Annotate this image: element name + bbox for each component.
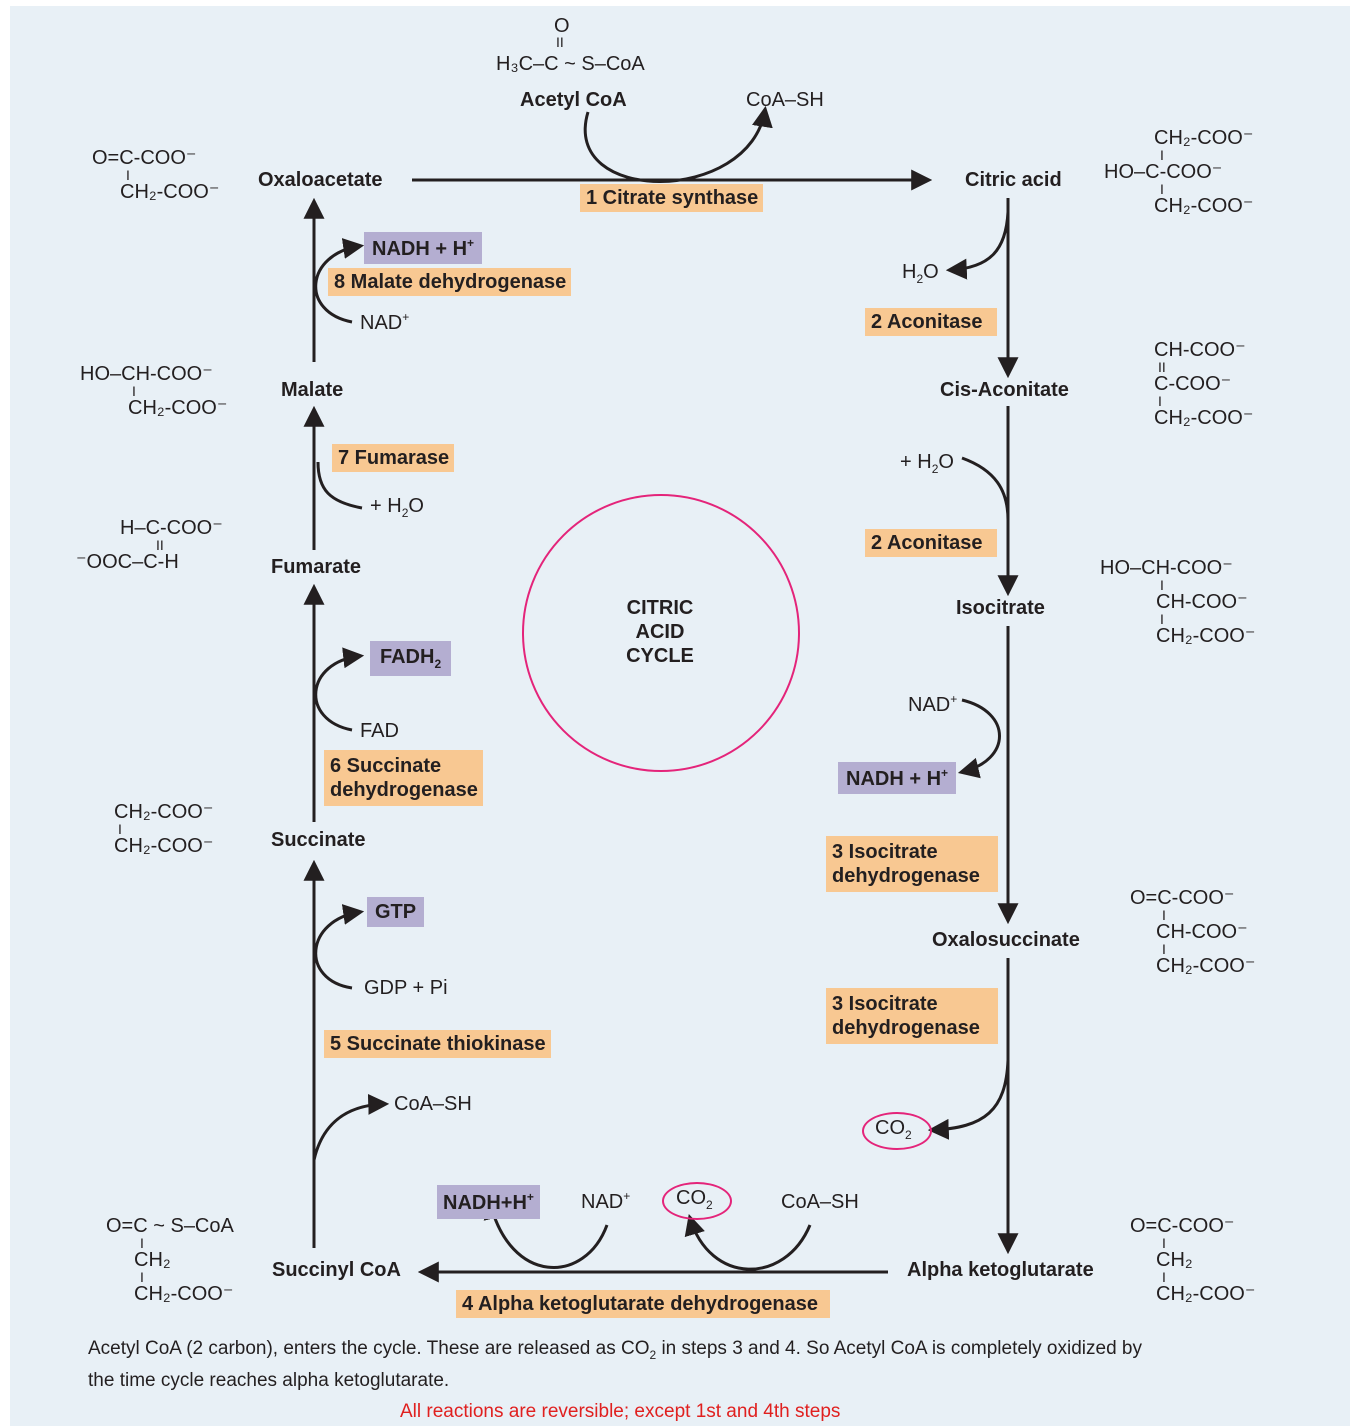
cofactor-nad-bottom: NAD+ (581, 1189, 631, 1213)
cofactor-fad: FAD (360, 720, 399, 742)
arrow-nad-nadh (957, 698, 1001, 779)
cofactor-nad-malate: NAD+ (360, 310, 410, 334)
structure-succinate: CH₂-COO⁻ I CH₂-COO⁻ (114, 801, 214, 857)
metabolite-oxalosuccinate: Oxalosuccinate (932, 929, 1080, 951)
enzyme-succinate-thiokinase: 5 Succinate thiokinase (324, 1030, 551, 1058)
structure-alpha-ketoglutarate: O=C-COO⁻ I CH₂ I CH₂-COO⁻ (1130, 1215, 1256, 1305)
arrow-h2o-out (945, 211, 1010, 280)
structure-acetyl-coa: O II H₃C–C ~ S–CoA (496, 15, 645, 75)
structure-succinyl-coa: O=C ~ S–CoA I CH₂ I CH₂-COO⁻ (106, 1215, 234, 1305)
structure-fumarate: H–C-COO⁻ II ⁻OOC–C-H (76, 517, 223, 573)
cofactor-nadh-bottom: NADH+H+ (437, 1185, 540, 1219)
cofactor-gtp: GTP (367, 897, 425, 927)
cofactor-h2o-in: + H2O (900, 451, 954, 476)
cofactor-gdp-pi: GDP + Pi (364, 977, 448, 999)
metabolite-acetyl-coa: Acetyl CoA (520, 89, 627, 111)
enzyme-isocitrate-dehydrogenase-1: 3 Isocitrate dehydrogenase (826, 836, 998, 892)
co2-ring-bottom (662, 1182, 732, 1220)
co2-ring-right (862, 1112, 932, 1150)
arrow-fad-fadh2 (314, 647, 365, 732)
metabolite-oxaloacetate: Oxaloacetate (258, 169, 383, 191)
arrow-nad-nadh-malate (314, 238, 365, 324)
cofactor-nad-right: NAD+ (908, 692, 958, 716)
structure-malate: HO–CH-COO⁻ I CH₂-COO⁻ (80, 363, 228, 419)
metabolite-cis-aconitate: Cis-Aconitate (940, 379, 1069, 401)
cofactor-coash-left: CoA–SH (394, 1093, 472, 1115)
cofactor-nadh-malate: NADH + H+ (364, 232, 483, 264)
cofactor-fadh2: FADH2 (370, 641, 452, 676)
enzyme-isocitrate-dehydrogenase-2: 3 Isocitrate dehydrogenase (826, 988, 998, 1044)
metabolite-malate: Malate (281, 379, 344, 401)
cofactor-coash-bottom: CoA–SH (781, 1191, 859, 1213)
arrow-co2-bottom (684, 1213, 812, 1271)
structure-oxaloacetate: O=C-COO⁻ I CH₂-COO⁻ (92, 147, 220, 203)
arrow-coash-out (312, 1093, 390, 1161)
cycle-label: CITRIC ACID CYCLE (626, 597, 694, 667)
arrow-acetylcoa-in (583, 105, 773, 183)
structure-isocitrate: HO–CH-COO⁻ I CH-COO⁻ I CH₂-COO⁻ (1100, 557, 1256, 647)
cofactor-coash-top: CoA–SH (746, 89, 824, 111)
structure-oxalosuccinate: O=C-COO⁻ I CH-COO⁻ I CH₂-COO⁻ (1130, 887, 1256, 977)
enzyme-fumarase: 7 Fumarase (332, 444, 455, 472)
metabolite-alpha-ketoglutarate: Alpha ketoglutarate (907, 1259, 1094, 1281)
arrow-gdp-gtp (314, 904, 365, 990)
cofactor-h2o-out: H2O (902, 261, 939, 286)
cycle-ring (522, 494, 800, 772)
metabolite-isocitrate: Isocitrate (956, 597, 1045, 619)
enzyme-succinate-dehydrogenase: 6 Succinate dehydrogenase (324, 750, 483, 806)
arrow-h2o-in (961, 456, 1010, 521)
enzyme-malate-dehydrogenase: 8 Malate dehydrogenase (328, 268, 572, 296)
metabolite-succinate: Succinate (271, 829, 366, 851)
arrow-co2-right (927, 1059, 1010, 1140)
metabolite-citric-acid: Citric acid (965, 169, 1062, 191)
reversibility-note: All reactions are reversible; except 1st… (400, 1401, 841, 1422)
structure-cis-aconitate: CH-COO⁻ II C-COO⁻ I CH₂-COO⁻ (1154, 339, 1254, 429)
cofactor-h2o-fumarase: + H2O (370, 495, 424, 520)
footnote: Acetyl CoA (2 carbon), enters the cycle.… (88, 1338, 1142, 1391)
arrow-nad-nadh-bottom (483, 1197, 609, 1269)
enzyme-aconitase-1: 2 Aconitase (865, 308, 997, 336)
arrow-h2o-fumarase (316, 461, 363, 510)
structure-citrate: CH₂-COO⁻ I HO–C-COO⁻ I CH₂-COO⁻ (1104, 127, 1254, 217)
enzyme-akg-dehydrogenase: 4 Alpha ketoglutarate dehydrogenase (456, 1290, 831, 1318)
cofactor-nadh-right: NADH + H+ (838, 762, 957, 794)
metabolite-succinyl-coa: Succinyl CoA (272, 1259, 401, 1281)
enzyme-citrate-synthase: 1 Citrate synthase (580, 184, 764, 212)
enzyme-aconitase-2: 2 Aconitase (865, 529, 997, 557)
metabolite-fumarate: Fumarate (271, 556, 362, 578)
